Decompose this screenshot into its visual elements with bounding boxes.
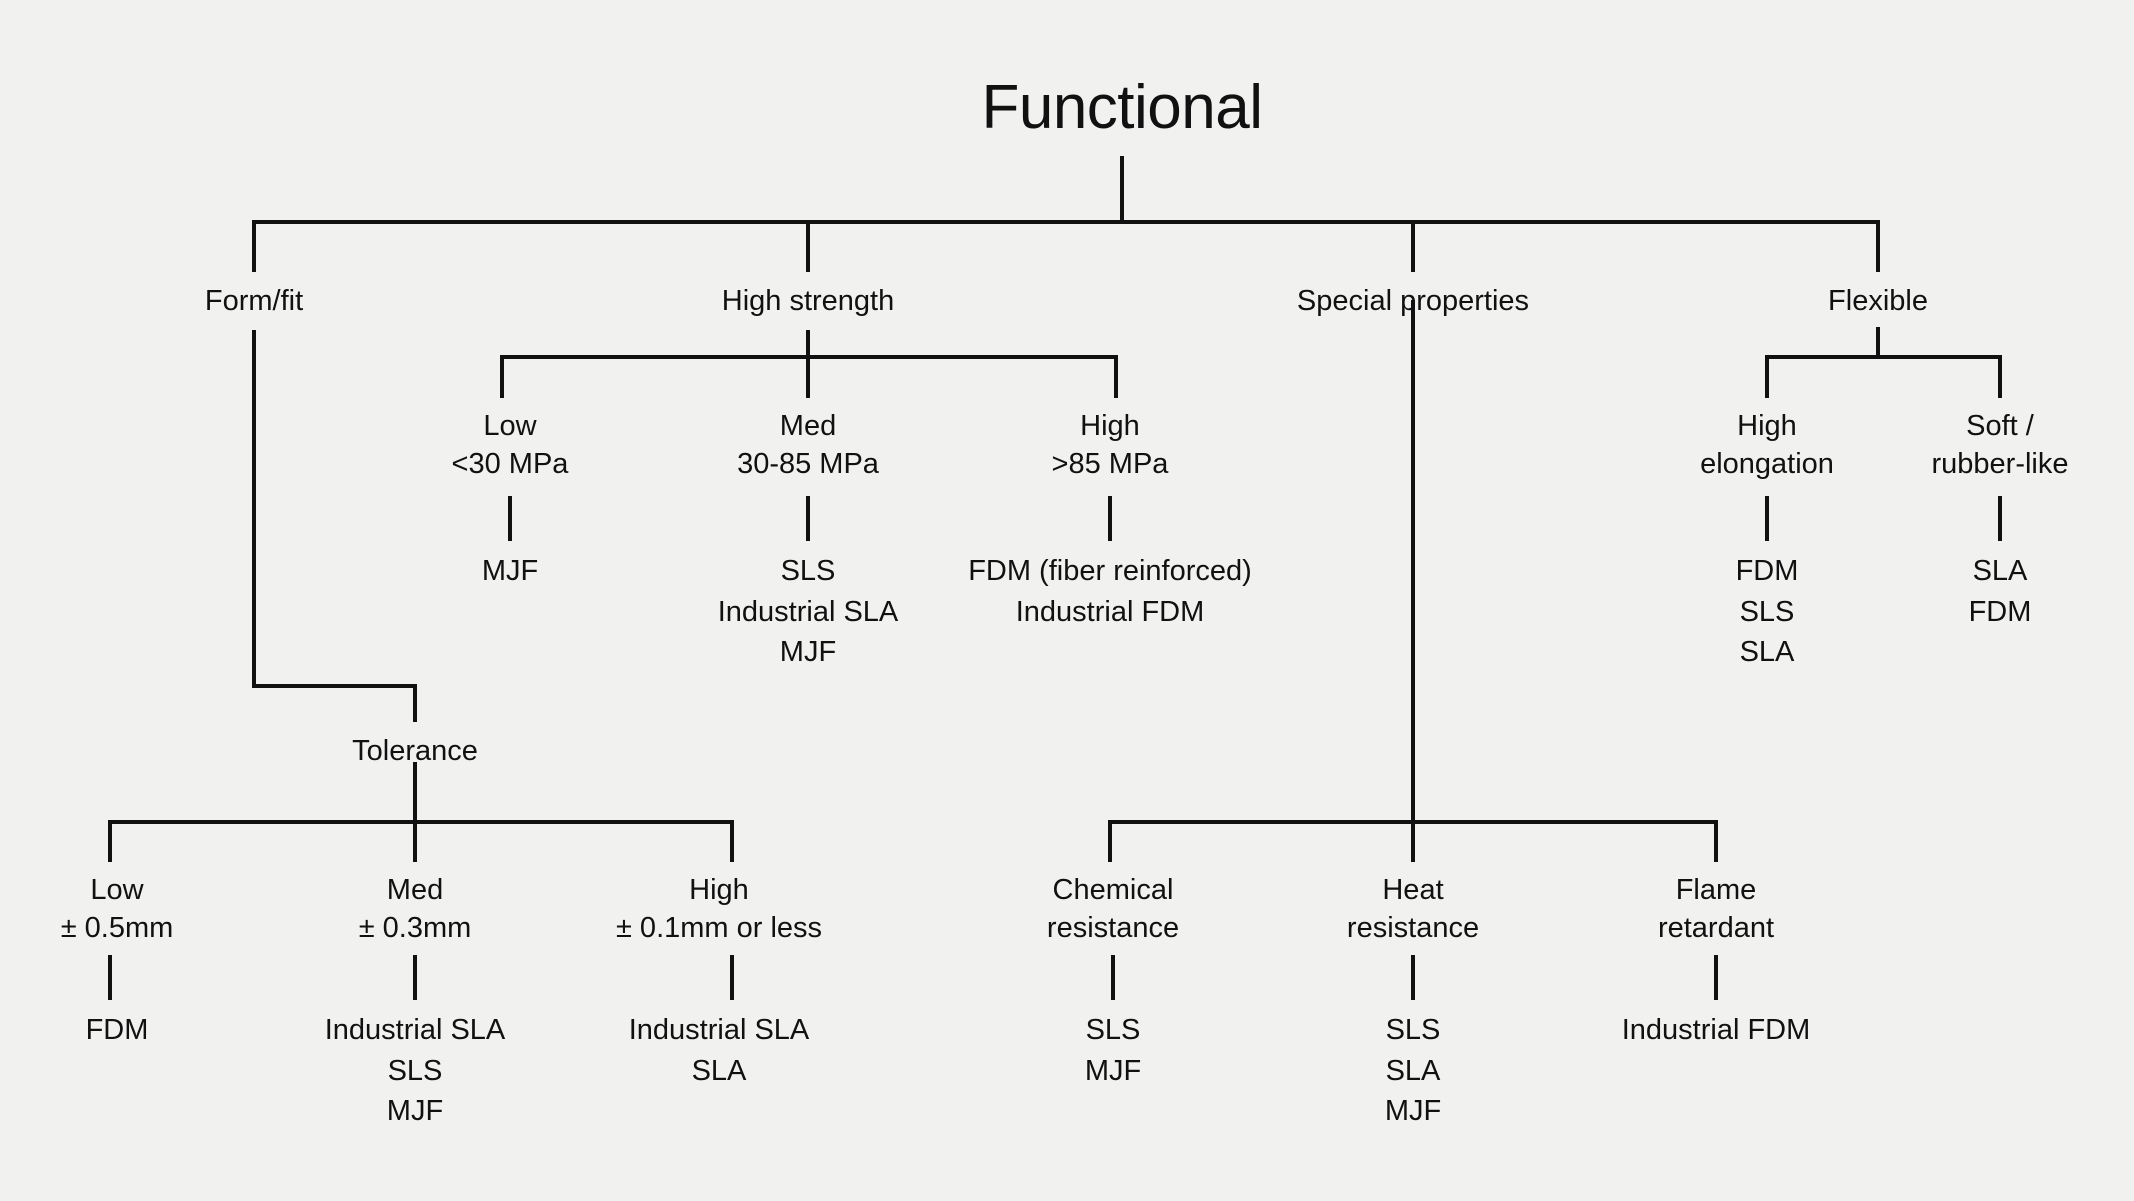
node-chemical-resistance[interactable]: Chemical resistance [1047, 872, 1179, 947]
node-tolerance-high-line2: ± 0.1mm or less [615, 911, 823, 944]
node-tolerance-high[interactable]: High ± 0.1mm or less [616, 872, 822, 947]
root-title: Functional [981, 73, 1263, 142]
node-strength-med-line2: 30-85 MPa [737, 447, 879, 480]
node-heat-resistance[interactable]: Heat resistance [1347, 872, 1479, 947]
node-flame-retardant[interactable]: Flame retardant [1658, 872, 1774, 947]
leaves-chemical-resistance: SLS MJF [1085, 1010, 1141, 1091]
leaf-item: FDM [85, 1014, 149, 1046]
leaf-item: SLA [1385, 1054, 1441, 1087]
leaf-item: FDM [1735, 555, 1799, 587]
node-heat-resistance-line2: resistance [1346, 911, 1480, 944]
node-tolerance-med[interactable]: Med ± 0.3mm [359, 872, 472, 947]
node-tolerance-low-line1: Low [90, 874, 144, 906]
node-soft-rubber-like-line2: rubber-like [1931, 447, 2069, 480]
leaf-item: SLS [387, 1054, 443, 1087]
leaves-strength-low: MJF [482, 551, 538, 592]
node-tolerance-low[interactable]: Low ± 0.5mm [61, 872, 174, 947]
leaves-strength-med: SLS Industrial SLA MJF [718, 551, 899, 673]
leaves-tolerance-low: FDM [86, 1010, 149, 1051]
leaf-item: SLS [780, 555, 836, 587]
branch-label-flexible[interactable]: Flexible [1828, 285, 1928, 317]
node-tolerance-med-line1: Med [386, 874, 444, 906]
branch-label-form-fit[interactable]: Form/fit [204, 285, 304, 317]
leaf-item: SLS [1085, 1014, 1141, 1046]
leaves-tolerance-high: Industrial SLA SLA [629, 1010, 810, 1091]
leaf-item: Industrial FDM [1621, 1014, 1811, 1046]
node-tolerance-high-line1: High [689, 874, 749, 906]
branch-label-special-properties[interactable]: Special properties [1296, 285, 1530, 317]
node-strength-low-line1: Low [483, 410, 537, 442]
leaf-item: Industrial SLA [717, 595, 899, 628]
leaf-item: FDM [1968, 595, 2032, 628]
leaf-item: SLA [1972, 555, 2028, 587]
leaf-item: MJF [779, 636, 837, 669]
node-soft-rubber-like[interactable]: Soft / rubber-like [1932, 408, 2069, 483]
node-strength-high-line1: High [1080, 410, 1140, 442]
node-high-elongation-line2: elongation [1700, 447, 1834, 480]
leaf-item: SLA [1739, 636, 1795, 669]
node-strength-high-line2: >85 MPa [1051, 447, 1169, 480]
node-tolerance-low-line2: ± 0.5mm [60, 911, 174, 944]
node-chemical-resistance-line1: Chemical [1052, 874, 1174, 906]
leaf-item: Industrial SLA [324, 1014, 506, 1046]
leaves-soft-rubber-like: SLA FDM [1969, 551, 2032, 632]
node-high-elongation-line1: High [1737, 410, 1797, 442]
node-strength-med-line1: Med [779, 410, 837, 442]
node-strength-low-line2: <30 MPa [451, 447, 569, 480]
node-strength-med[interactable]: Med 30-85 MPa [737, 408, 879, 483]
leaf-item: Industrial FDM [1015, 595, 1205, 628]
leaves-high-elongation: FDM SLS SLA [1736, 551, 1799, 673]
leaf-item: MJF [1084, 1054, 1142, 1087]
leaves-tolerance-med: Industrial SLA SLS MJF [325, 1010, 506, 1132]
leaf-item: MJF [481, 555, 539, 587]
leaf-item: MJF [386, 1095, 444, 1128]
node-soft-rubber-like-line1: Soft / [1966, 410, 2034, 442]
leaf-item: MJF [1384, 1095, 1442, 1128]
node-strength-high[interactable]: High >85 MPa [1052, 408, 1169, 483]
leaves-strength-high: FDM (fiber reinforced) Industrial FDM [968, 551, 1252, 632]
node-high-elongation[interactable]: High elongation [1700, 408, 1834, 483]
leaf-item: SLS [1739, 595, 1795, 628]
node-heat-resistance-line1: Heat [1382, 874, 1444, 906]
leaves-heat-resistance: SLS SLA MJF [1385, 1010, 1441, 1132]
leaves-flame-retardant: Industrial FDM [1622, 1010, 1811, 1051]
node-strength-low[interactable]: Low <30 MPa [452, 408, 569, 483]
node-tolerance-med-line2: ± 0.3mm [358, 911, 472, 944]
branch-label-high-strength[interactable]: High strength [721, 285, 895, 317]
leaf-item: SLS [1385, 1014, 1441, 1046]
leaf-item: FDM (fiber reinforced) [968, 555, 1252, 587]
node-tolerance[interactable]: Tolerance [352, 735, 478, 767]
leaf-item: SLA [691, 1054, 747, 1087]
node-flame-retardant-line1: Flame [1675, 874, 1757, 906]
node-chemical-resistance-line2: resistance [1046, 911, 1180, 944]
node-flame-retardant-line2: retardant [1657, 911, 1775, 944]
leaf-item: Industrial SLA [628, 1014, 810, 1046]
